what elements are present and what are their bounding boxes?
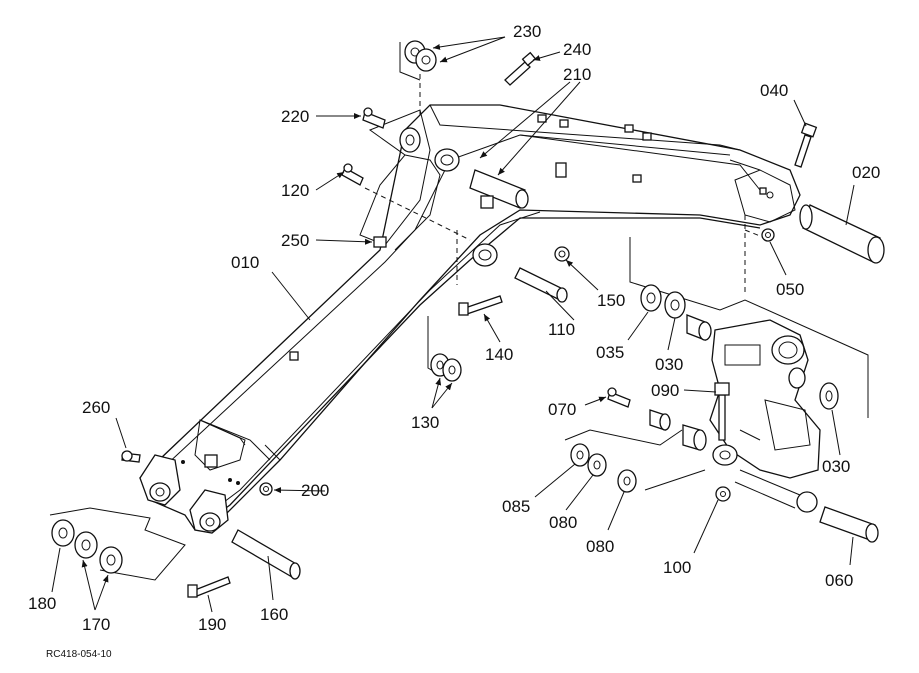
washer-230b: [415, 48, 437, 72]
label-040: 040: [760, 81, 788, 100]
label-210: 210: [563, 65, 591, 84]
label-240: 240: [563, 40, 591, 59]
label-030-right: 030: [822, 457, 850, 476]
label-140: 140: [485, 345, 513, 364]
group-brackets: [49, 42, 869, 581]
part-labels: 230 240 210 220 120 250 010 150 110 140 …: [28, 22, 880, 660]
label-010: 010: [231, 253, 259, 272]
label-260: 260: [82, 398, 110, 417]
label-150: 150: [597, 291, 625, 310]
label-035: 035: [596, 343, 624, 362]
label-050: 050: [776, 280, 804, 299]
boom-body: [139, 104, 801, 534]
label-090: 090: [651, 381, 679, 400]
label-030-left: 030: [655, 355, 683, 374]
label-100: 100: [663, 558, 691, 577]
label-160: 160: [260, 605, 288, 624]
label-085: 085: [502, 497, 530, 516]
label-080-right: 080: [586, 537, 614, 556]
parts: [51, 40, 885, 598]
label-120: 120: [281, 181, 309, 200]
label-190: 190: [198, 615, 226, 634]
label-250: 250: [281, 231, 309, 250]
drawing-code: RC418-054-10: [46, 649, 112, 660]
label-020: 020: [852, 163, 880, 182]
label-110: 110: [548, 320, 575, 339]
label-060: 060: [825, 571, 853, 590]
label-180: 180: [28, 594, 56, 613]
label-170: 170: [82, 615, 110, 634]
label-080-left: 080: [549, 513, 577, 532]
leader-lines: [51, 36, 855, 613]
label-220: 220: [281, 107, 309, 126]
guide-lines: [364, 72, 766, 295]
label-200: 200: [301, 481, 329, 500]
label-070: 070: [548, 400, 576, 419]
label-230: 230: [513, 22, 541, 41]
label-130: 130: [411, 413, 439, 432]
